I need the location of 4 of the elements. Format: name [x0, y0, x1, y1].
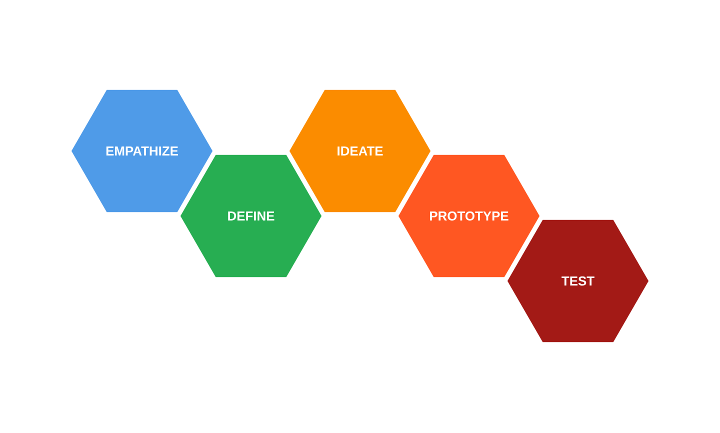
hexagon: EMPATHIZE	[68, 87, 216, 215]
hexagon: PROTOTYPE	[396, 152, 542, 280]
hexagon: TEST	[504, 217, 652, 345]
hexagon: DEFINE	[178, 152, 324, 280]
